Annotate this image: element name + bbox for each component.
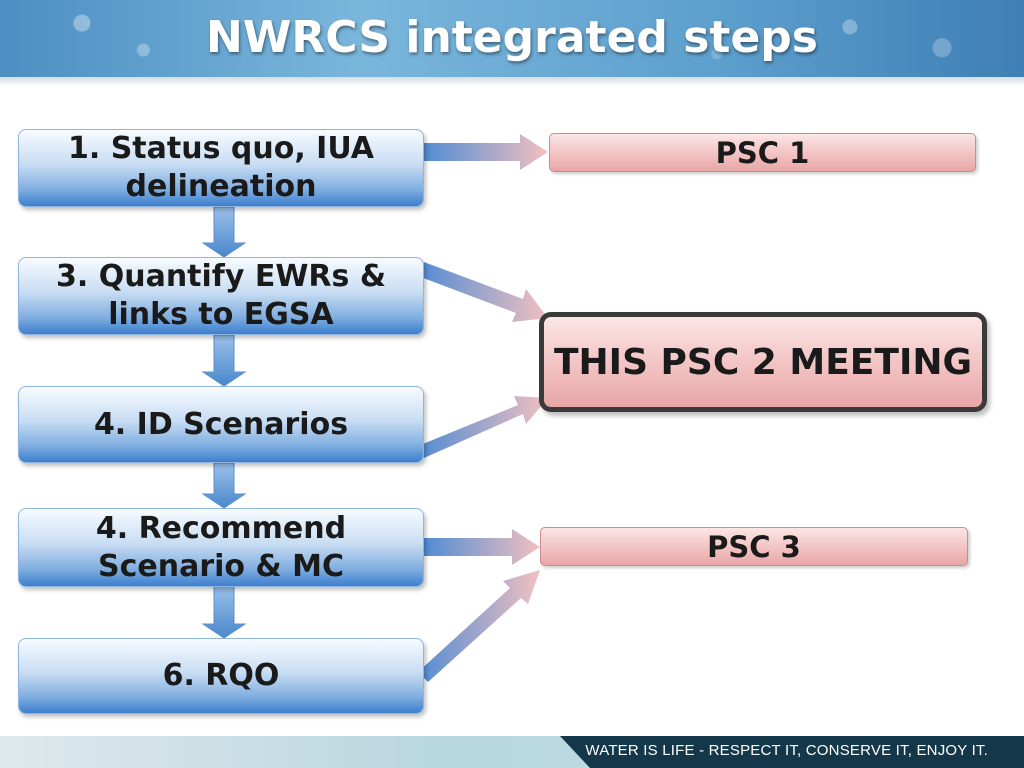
arrow-recommend-to-psc3 (424, 529, 540, 565)
header-shadow (0, 77, 1024, 87)
step-quantify-ewrs-line-2: links to EGSA (108, 297, 334, 332)
step-quantify-ewrs-line-1: 3. Quantify EWRs & (56, 259, 386, 294)
psc2-meeting-box: THIS PSC 2 MEETING (539, 312, 987, 412)
step-id-scenarios: 4. ID Scenarios (18, 386, 424, 463)
down-arrow-2 (201, 334, 247, 387)
step-rqo-line-1: 6. RQO (162, 658, 280, 693)
psc1-box: PSC 1 (549, 133, 976, 172)
psc3-label: PSC 3 (707, 529, 801, 564)
down-arrow-3 (201, 462, 247, 509)
step-recommend-scenario-line-1: 4. Recommend (95, 510, 347, 546)
psc3-box: PSC 3 (540, 527, 968, 566)
arrow-step3-to-psc2 (418, 262, 548, 322)
step-recommend-scenario: 4. Recommend Scenario & MC (18, 508, 424, 587)
header-banner: NWRCS integrated steps (0, 0, 1024, 77)
psc2-label: THIS PSC 2 MEETING (553, 341, 973, 383)
footer-dark-panel (560, 736, 1024, 768)
step-status-quo-line-2: delineation (125, 169, 317, 204)
footer-slogan: WATER IS LIFE - RESPECT IT, CONSERVE IT,… (585, 742, 988, 759)
down-arrow-1 (201, 206, 247, 258)
step-quantify-ewrs: 3. Quantify EWRs & links to EGSA (18, 257, 424, 335)
down-arrow-4 (201, 585, 247, 639)
arrow-scenarios-to-psc2 (418, 396, 548, 458)
step-rqo: 6. RQO (18, 638, 424, 714)
arrow-rqo-to-psc3 (418, 570, 540, 682)
psc1-label: PSC 1 (715, 135, 810, 170)
arrow-step1-to-psc1 (424, 134, 548, 170)
step-recommend-scenario-line-2: Scenario & MC (98, 548, 344, 584)
step-status-quo: 1. Status quo, IUA delineation (18, 129, 424, 207)
step-status-quo-line-1: 1. Status quo, IUA (67, 131, 374, 166)
step-id-scenarios-line-1: 4. ID Scenarios (93, 406, 349, 442)
page-title: NWRCS integrated steps (206, 12, 818, 63)
